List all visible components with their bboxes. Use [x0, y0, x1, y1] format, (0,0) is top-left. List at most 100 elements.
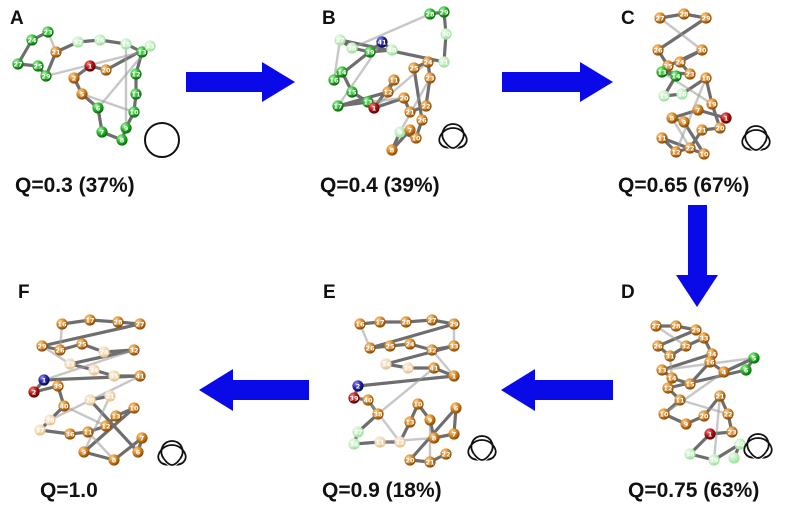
bond [666, 368, 748, 390]
bead-sphere [706, 98, 718, 110]
bead-sphere [670, 320, 682, 332]
bead: 20 [84, 394, 96, 406]
bead: 17 [374, 316, 386, 328]
bead: 32 [680, 340, 692, 352]
bead-sphere [76, 88, 88, 100]
bead-number: 21 [405, 108, 415, 116]
bead-number: 41 [135, 372, 145, 380]
bead-number: 10 [411, 134, 421, 142]
bead: 14 [670, 70, 682, 82]
q-value-f: Q=1.0 [40, 479, 98, 502]
bead-number: 28 [113, 318, 123, 326]
bead-number: 24 [27, 36, 37, 44]
bead-number: 39 [349, 394, 359, 402]
bead-number: 23 [43, 28, 52, 36]
bead: 26 [54, 344, 66, 356]
bond [431, 349, 455, 377]
bead: 15 [684, 378, 696, 390]
bead: 7 [96, 126, 108, 138]
bead-sphere [64, 358, 76, 370]
bead-number: 20 [715, 124, 725, 132]
bead-sphere [666, 112, 678, 124]
bead-number: 12 [131, 70, 140, 78]
bead: 1 [704, 428, 716, 440]
bead-number: 35 [403, 364, 413, 372]
bond [661, 70, 713, 106]
bead-number: 7 [100, 128, 105, 136]
bead-number: 7 [452, 430, 457, 438]
bead-number: 36 [349, 440, 359, 448]
bead: 6 [92, 102, 104, 114]
bead: 38 [684, 448, 696, 460]
bead-number: 23 [425, 74, 434, 82]
bead-number: 24 [99, 348, 109, 356]
bead-sphere [362, 394, 374, 406]
bond [398, 77, 432, 133]
bond [40, 322, 142, 348]
bond [682, 120, 706, 156]
bead-number: 10 [659, 410, 669, 418]
bead-number: 1 [42, 376, 47, 384]
bead: 23 [424, 72, 436, 84]
bead-sphere [676, 88, 688, 100]
bead: 11 [388, 74, 400, 86]
bead: 11 [674, 394, 686, 406]
bead-sphere [128, 402, 140, 414]
bead-number: 30 [441, 30, 451, 38]
bead-sphere [424, 414, 436, 426]
trefoil-knot-icon [437, 122, 469, 150]
bead-number: 34 [89, 366, 99, 374]
bead: 23 [42, 26, 54, 38]
bead: 18 [700, 72, 712, 84]
bead-number: 39 [53, 382, 63, 390]
bead-sphere [404, 124, 416, 136]
bead-sphere [34, 424, 46, 436]
bead: 29 [690, 324, 702, 336]
bead: 12 [394, 436, 406, 448]
panel-label-a: A [10, 8, 24, 29]
bead: 25 [384, 340, 396, 352]
bead-sphere [722, 408, 734, 420]
bead-sphere [416, 114, 428, 126]
bond [368, 322, 456, 350]
bead: 16 [328, 74, 340, 86]
bead-sphere [448, 370, 460, 382]
bonds-c [656, 12, 728, 156]
bead: 6 [450, 402, 462, 414]
arrow-e-to-f [199, 369, 309, 411]
bead-sphere [94, 34, 106, 46]
bead-number: 9 [684, 420, 689, 428]
bead-number: 29 [449, 320, 459, 328]
bead-sphere [652, 44, 664, 56]
bead-number: 39 [709, 456, 719, 464]
bead: 21 [104, 390, 116, 402]
bead-sphere [658, 90, 670, 102]
bead-sphere [144, 40, 156, 52]
bond [412, 66, 424, 122]
bead: 25 [408, 62, 420, 74]
bead-number: 26 [653, 46, 663, 54]
bead: 20 [698, 410, 710, 422]
bead-sphere [136, 432, 148, 444]
bead-number: 13 [657, 366, 666, 374]
bead-sphere [376, 36, 388, 48]
bead: 34 [88, 364, 100, 376]
bead-number: 15 [685, 380, 695, 388]
bead: 23 [726, 426, 738, 438]
bead-sphere [88, 364, 100, 376]
trefoil-knot-icon [466, 434, 498, 462]
bead-sphere [374, 316, 386, 328]
bead-number: 27 [135, 320, 144, 328]
bead-number: 13 [137, 48, 146, 56]
bead-number: 17 [333, 102, 342, 110]
bead-number: 32 [427, 346, 436, 354]
bead-number: 28 [679, 10, 689, 18]
bead-sphere [692, 104, 704, 116]
bead-sphere [404, 416, 416, 428]
bead-number: 23 [685, 70, 694, 78]
q-value-c: Q=0.65 (67%) [618, 174, 749, 197]
